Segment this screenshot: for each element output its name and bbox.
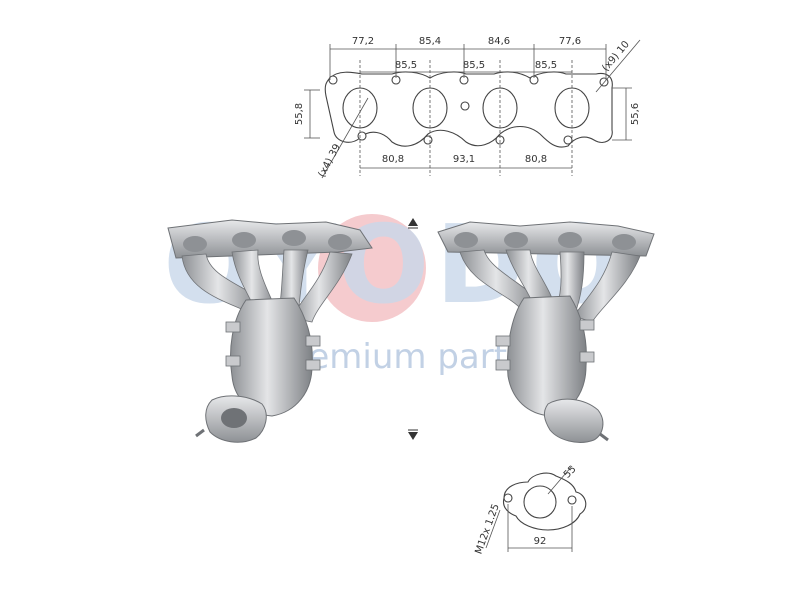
right-catalyst-body [507, 295, 587, 417]
outlet-bolt-right [567, 495, 577, 505]
outlet-diameter: 55 [562, 464, 579, 481]
marker-up-icon [408, 218, 418, 226]
dim-left-height: 55,8 [294, 103, 305, 125]
dim-right-height: 55,6 [630, 103, 641, 125]
manifold-left-view [167, 219, 373, 443]
right-outlet-flange [543, 398, 604, 443]
dim-top-3: 84,6 [488, 36, 510, 47]
dim-top-4: 77,6 [559, 36, 581, 47]
left-brackets [225, 321, 321, 371]
outlet-width: 92 [534, 536, 547, 547]
outlet-thread: M12x 1.25 [473, 502, 501, 555]
dim-bottom-2: 93,1 [453, 154, 475, 165]
dim-bottom-1: 80,8 [382, 154, 404, 165]
dim-inner-3: 85,5 [535, 60, 557, 71]
right-outlet-stud [599, 432, 609, 442]
center-lines [359, 60, 573, 176]
dim-top-1: 77,2 [352, 36, 374, 47]
left-outlet-stud [195, 428, 205, 438]
right-brackets [495, 319, 595, 371]
dim-top-2: 85,4 [419, 36, 441, 47]
dim-bottom-3: 80,8 [525, 154, 547, 165]
top-flange-drawing: 77,2 85,4 84,6 77,6 85,5 85,5 85,5 80,8 … [294, 36, 641, 179]
outlet-bolt-left [503, 493, 513, 503]
marker-down-icon [408, 432, 418, 440]
hole-note-left: (x4) 39 [316, 142, 343, 179]
left-outlet-port [221, 408, 247, 428]
manifold-right-view [437, 221, 655, 443]
dim-inner-2: 85,5 [463, 60, 485, 71]
top-dimension-lines [304, 39, 641, 179]
left-flange [167, 219, 373, 259]
dim-inner-1: 85,5 [395, 60, 417, 71]
outlet-flange-drawing: 92 55 M12x 1.25 [473, 464, 587, 556]
